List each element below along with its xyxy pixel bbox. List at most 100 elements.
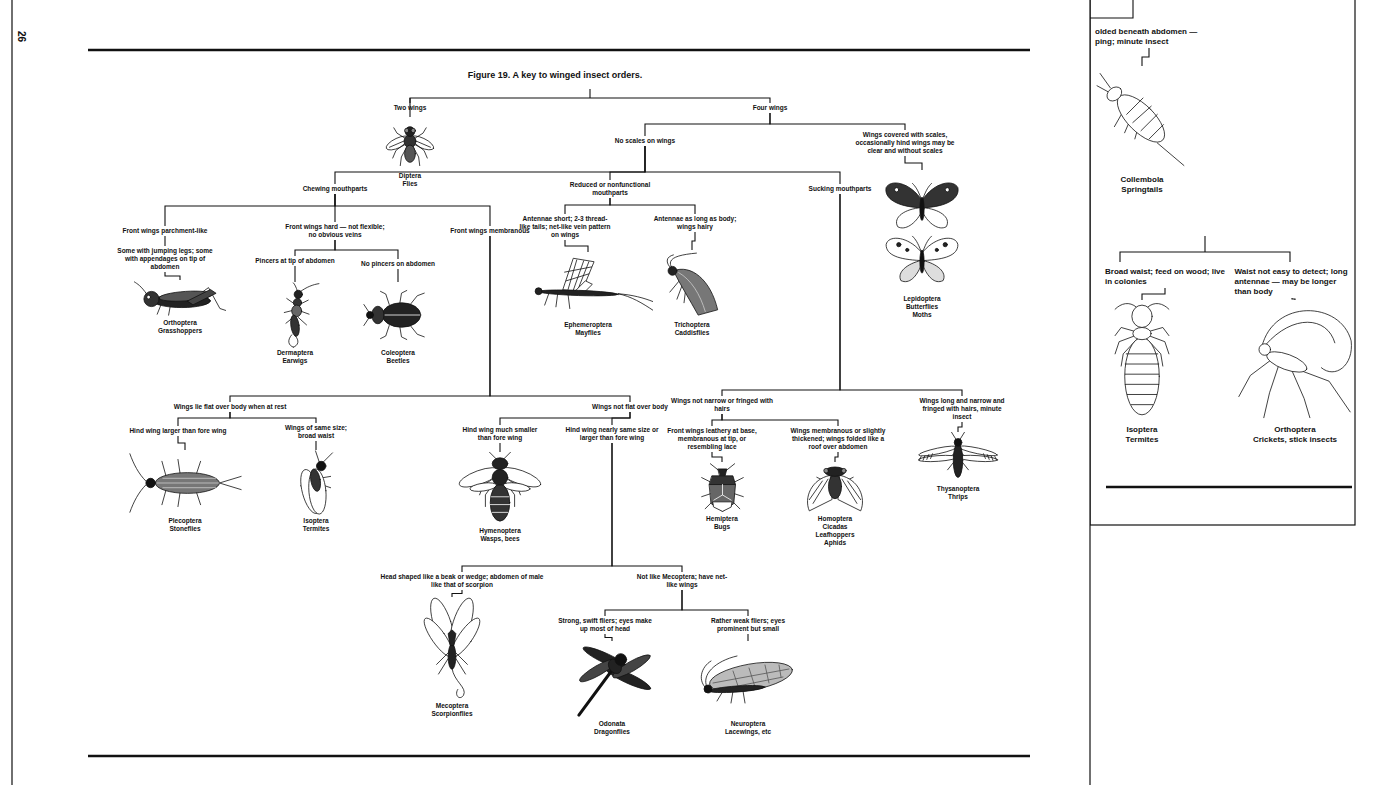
- order-name: Collembola: [1096, 175, 1188, 185]
- insect-part: [935, 248, 938, 251]
- key-connector: [1142, 288, 1165, 300]
- insect-part: [1157, 143, 1184, 165]
- insect-part: [923, 208, 947, 228]
- insect-part: [954, 439, 962, 447]
- insect-part: [405, 127, 415, 137]
- key-criterion: Front wings hard — not flexible; no obvi…: [283, 222, 387, 240]
- order-name: Thysanoptera: [913, 485, 1003, 493]
- order-name: Hemiptera: [695, 515, 750, 523]
- insect-illustration: [1096, 66, 1188, 174]
- insect-part: [668, 266, 677, 275]
- criterion-text: Antennae as long as body; wings hairy: [653, 215, 738, 231]
- facing-page: [1090, 0, 1355, 525]
- order-name: Dermaptera: [265, 349, 325, 357]
- key-connector: [335, 240, 398, 259]
- order-name: Trichoptera: [661, 321, 723, 329]
- criterion-text: Some with jumping legs; some with append…: [113, 247, 218, 271]
- key-connector: [294, 266, 295, 282]
- criterion-text: olded beneath abdomen — ping; minute ins…: [1095, 27, 1203, 47]
- common-name: Lacewings, etc: [693, 728, 803, 736]
- key-connector: [397, 269, 398, 282]
- insect-part: [900, 261, 921, 282]
- order-entry: HemipteraBugs: [695, 462, 750, 531]
- criterion-text: Front wings parchment-like: [123, 227, 208, 235]
- key-connector: [230, 236, 490, 402]
- key-connector: [835, 452, 838, 462]
- insect-part: [828, 474, 841, 498]
- key-connector: [1142, 48, 1149, 66]
- insect-part: [614, 654, 626, 666]
- insect-part: [1259, 344, 1271, 356]
- order-entry: DermapteraEarwigs: [265, 282, 325, 365]
- page-number: 26: [17, 30, 28, 41]
- criterion-text: Front wings hard — not flexible; no obvi…: [285, 223, 385, 239]
- criterion-text: Wings of same size; broad waist: [276, 424, 356, 440]
- order-entry: MecopteraScorpionflies: [412, 597, 492, 718]
- insect-part: [448, 630, 456, 645]
- order-name: Diptera: [380, 172, 440, 180]
- common-name: Grasshoppers: [125, 327, 235, 335]
- insect-part: [1127, 98, 1164, 139]
- key-connector: [712, 414, 722, 426]
- criterion-text: Head shaped like a beak or wedge; abdome…: [375, 573, 550, 589]
- order-name: Plecoptera: [128, 517, 243, 525]
- key-connector: [692, 232, 695, 250]
- insect-part: [492, 470, 508, 486]
- key-criterion: Wings membranous or slightly thickened; …: [786, 426, 890, 452]
- insect-part: [920, 250, 924, 273]
- key-line: [1120, 236, 1290, 262]
- key-connector: [335, 194, 490, 226]
- criterion-text: No scales on wings: [615, 137, 675, 145]
- common-name: Scorpionflies: [412, 710, 492, 718]
- common-name: Cicadas Leafhoppers Aphids: [813, 523, 858, 547]
- common-name: Caddisflies: [661, 329, 723, 337]
- common-name: Earwigs: [265, 357, 325, 365]
- insect-part: [157, 478, 219, 487]
- insect-illustration: [380, 117, 440, 171]
- key-connector: [605, 590, 682, 616]
- common-name: Termites: [1109, 435, 1175, 445]
- key-connector: [165, 272, 180, 280]
- key-criterion: Not like Mecoptera; have net-like wings: [630, 572, 734, 590]
- insect-part: [145, 478, 154, 487]
- criterion-text: Antennae short; 2-3 thread-like tails; n…: [519, 215, 611, 239]
- key-criterion: olded beneath abdomen — ping; minute ins…: [1093, 26, 1205, 48]
- key-criterion: Strong, swift fliers; eyes make up most …: [553, 616, 657, 634]
- key-criterion: Hind wing much smaller than fore wing: [453, 425, 547, 443]
- insect-part: [943, 243, 947, 247]
- order-entry: OrthopteraCrickets, stick insects: [1235, 300, 1355, 445]
- criterion-text: Reduced or nonfunctional mouthparts: [563, 181, 658, 197]
- order-entry: ColeopteraBeetles: [363, 282, 433, 365]
- common-name: Wasps, bees: [455, 535, 545, 543]
- insect-part: [709, 684, 765, 694]
- order-entry: LepidopteraButterflies Moths: [884, 170, 960, 319]
- insect-part: [289, 335, 298, 347]
- insect-part: [1132, 305, 1152, 327]
- page-rule: [88, 49, 1030, 52]
- insect-part: [897, 243, 901, 247]
- key-connector: [462, 443, 612, 572]
- criterion-text: Hind wing larger than fore wing: [129, 427, 226, 435]
- order-name: Ephemeroptera: [523, 321, 653, 329]
- criterion-text: No pincers on abdomen: [361, 260, 435, 268]
- main-page: [12, 0, 1090, 785]
- key-connector: [682, 590, 748, 616]
- page-rule: [88, 755, 1030, 758]
- key-connector: [335, 146, 645, 184]
- insect-illustration: [285, 450, 347, 516]
- order-entry: ThysanopteraThrips: [913, 432, 1003, 501]
- key-connector: [645, 113, 770, 136]
- insect-part: [134, 282, 146, 294]
- insect-illustration: [1235, 300, 1355, 424]
- criterion-text: Front wings leathery at base, membranous…: [662, 427, 762, 451]
- insect-part: [382, 303, 421, 328]
- criterion-text: Broad waist; feed on wood; live in colon…: [1105, 267, 1225, 287]
- common-name: Thrips: [913, 493, 1003, 501]
- common-name: Butterflies Moths: [900, 303, 945, 319]
- insect-part: [1125, 354, 1159, 405]
- insect-part: [307, 468, 328, 515]
- insect-part: [1104, 84, 1124, 104]
- insect-illustration: [455, 452, 545, 526]
